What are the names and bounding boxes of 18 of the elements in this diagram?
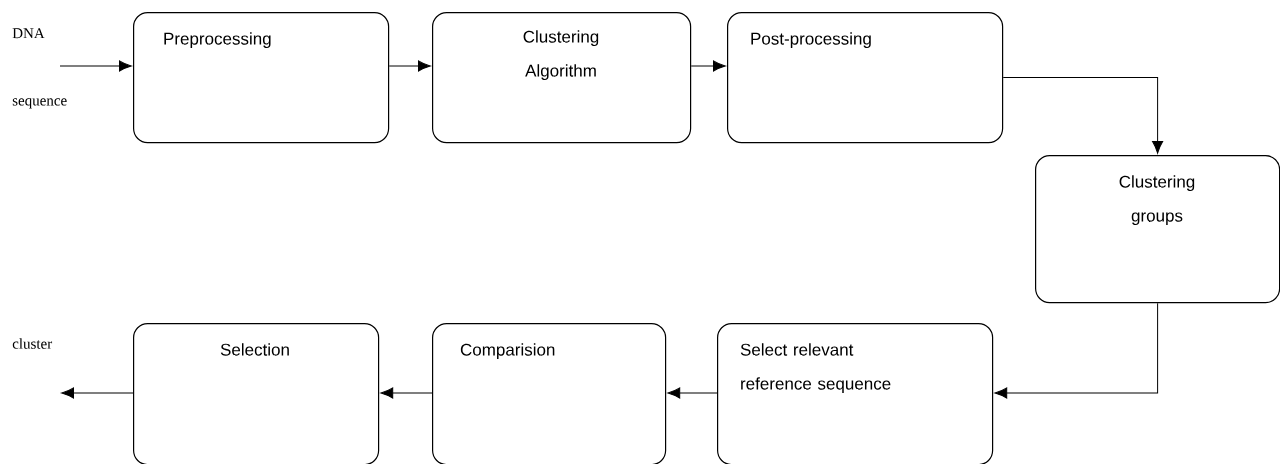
process-box: Comparision (432, 323, 667, 464)
process-box: Preprocessing (133, 12, 390, 144)
label-text: cluster (12, 338, 53, 349)
arrow (1002, 77, 1164, 154)
label-text: sequence (12, 98, 67, 109)
arrow (59, 60, 132, 72)
process-box: Select relevant reference sequence (717, 323, 994, 464)
process-box: Post-processing (727, 12, 1004, 144)
process-box: Clustering groups (1035, 155, 1280, 304)
process-box: Clustering Algorithm (432, 12, 692, 144)
arrow (61, 387, 134, 399)
arrow (380, 387, 433, 399)
arrow (388, 60, 431, 72)
arrow (994, 302, 1159, 399)
arrow (667, 387, 718, 399)
process-box: Selection (133, 323, 380, 464)
label-text: DNA (12, 28, 45, 39)
arrow (690, 60, 726, 72)
